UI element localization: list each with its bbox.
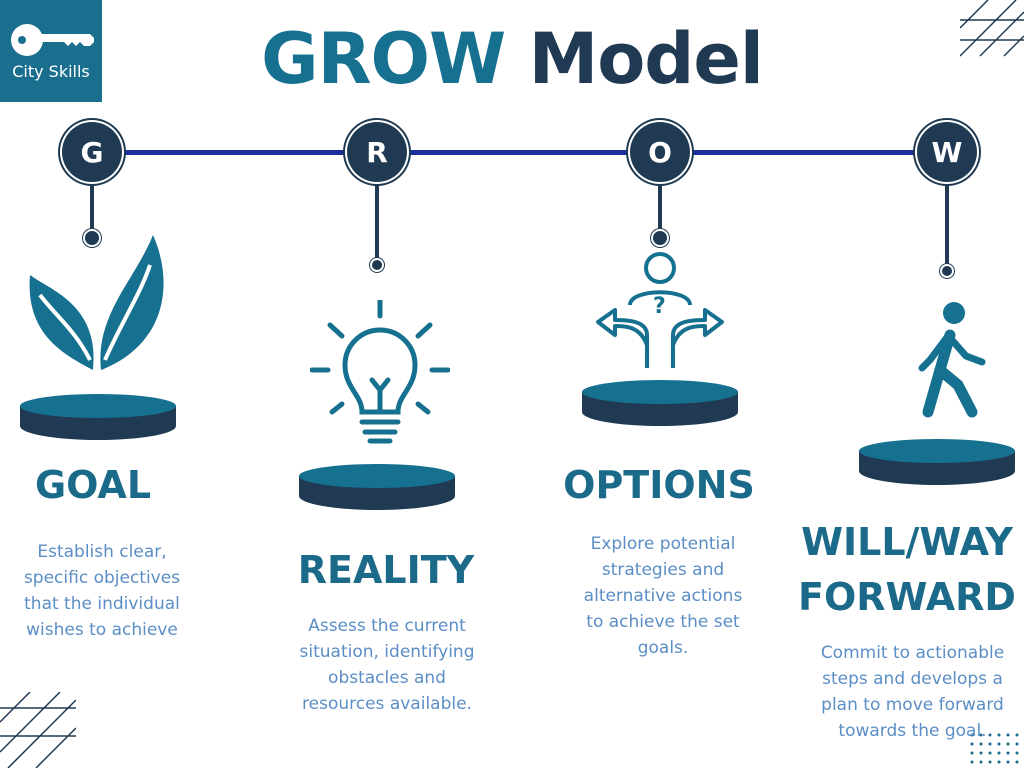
step-description-goal: Establish clear, specific objectives tha… [23,542,181,640]
step-heading-options: OPTIONS [563,463,755,507]
platform [582,380,738,426]
platform [20,394,176,440]
connector-dot [942,266,952,276]
walking-person-icon [918,302,986,418]
page-title: GROW Model [0,18,1024,100]
timeline-line [92,150,947,155]
leaf-icon [29,235,164,370]
connector [658,180,662,236]
step-description-options: Explore potential strategies and alterna… [583,534,743,658]
platform [859,439,1015,485]
title-grow: GROW [261,18,506,100]
connector-dot [372,260,382,270]
step-node-w: W [917,122,977,182]
logo: City Skills [0,0,102,102]
step-heading-will: WILL/WAY FORWARD [790,515,1024,625]
step-description-reality: Assess the current situation, identifyin… [299,616,475,714]
platform [299,464,455,510]
connector [90,180,94,236]
step-node-o: O [630,122,690,182]
connector-dot [653,231,667,245]
lightbulb-icon [310,300,450,444]
connector [945,180,949,268]
step-heading-reality: REALITY [297,548,475,592]
step-heading-will-line2: FORWARD [798,575,1016,619]
step-description-will: Commit to actionable steps and develops … [820,643,1005,741]
title-model: Model [528,18,764,100]
hatch-decoration [0,692,76,768]
step-node-r: R [347,122,407,182]
step-heading-will-line1: WILL/WAY [801,520,1013,564]
connector-dot [85,231,99,245]
logo-text: City Skills [12,62,90,81]
connector [375,180,379,264]
key-icon [11,24,94,56]
step-heading-goal: GOAL [34,463,152,507]
step-node-g: G [62,122,122,182]
hatch-decoration [960,0,1024,57]
decision-person-icon: ? [596,252,724,368]
svg-text:?: ? [653,294,666,319]
dots-decoration [970,733,1019,764]
